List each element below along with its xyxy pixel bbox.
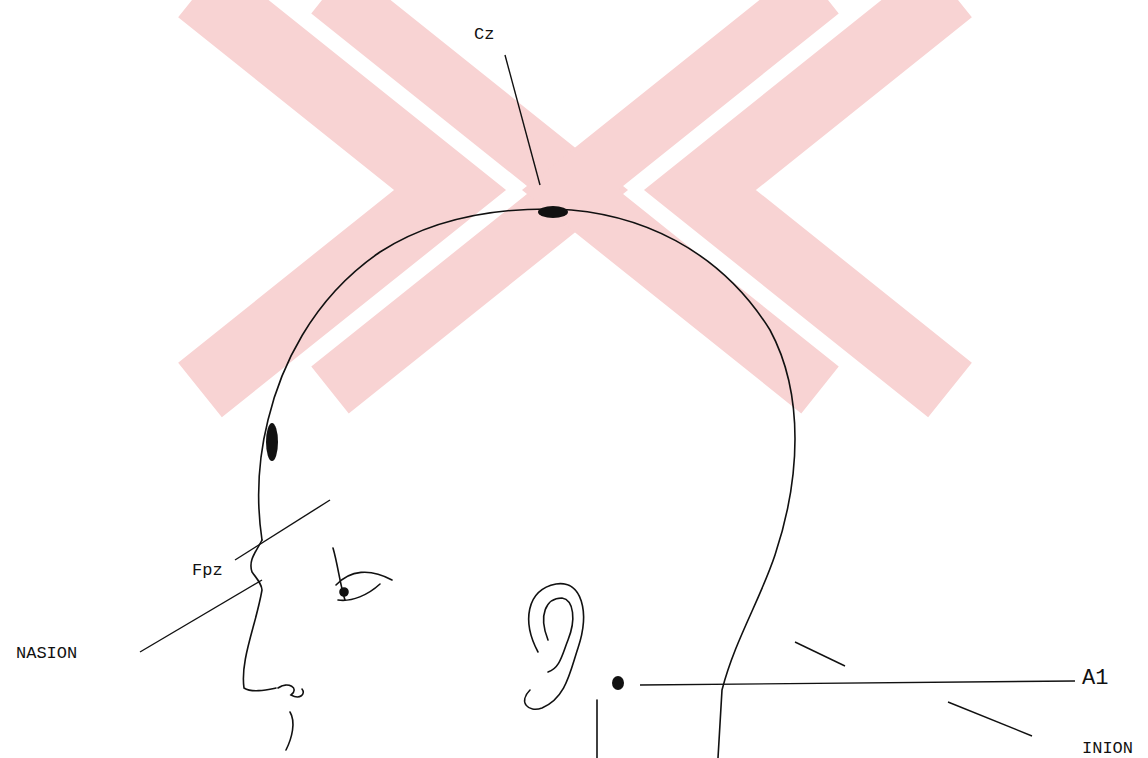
electrode-label: INION [1082, 740, 1133, 757]
electrode-dot [612, 676, 624, 690]
electrode-dot [266, 423, 278, 461]
watermark-stripe [635, 0, 885, 390]
chin [286, 712, 293, 750]
eye-lid [336, 572, 392, 585]
leader-line [795, 642, 845, 666]
watermark [200, 0, 950, 390]
watermark-chevron [570, 0, 820, 390]
leader-line [948, 702, 1032, 736]
leader-line [140, 580, 262, 652]
leader-line [640, 681, 1075, 685]
neck-line [596, 700, 598, 758]
eye-lower-lid [338, 584, 380, 600]
leader-line [235, 500, 330, 560]
ear-inner [544, 598, 573, 672]
skull-line [259, 209, 795, 758]
pupil [340, 588, 348, 596]
electrode-label: A1 [1082, 668, 1108, 690]
electrode-label: Fpz [192, 562, 223, 579]
electrode-label: Cz [474, 26, 494, 43]
head-outline [243, 209, 795, 758]
electrodes [266, 206, 624, 690]
leader-lines [140, 55, 1075, 736]
lips [278, 685, 303, 697]
electrode-dot [538, 206, 568, 218]
face-profile [243, 540, 276, 691]
leader-line [505, 55, 540, 185]
electrode-label: NASION [16, 645, 77, 662]
watermark-stripe [265, 0, 515, 390]
ear [525, 584, 584, 710]
